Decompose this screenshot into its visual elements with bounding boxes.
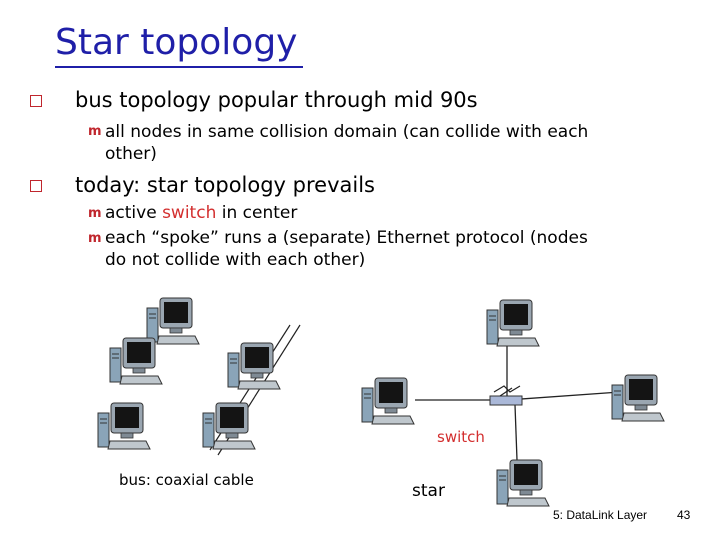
bullet-2-sub-2-line-2: do not collide with each other) — [105, 250, 366, 270]
computer-icon — [97, 402, 151, 450]
star-link — [506, 391, 621, 401]
sub-bullet-marker-icon: m — [88, 124, 102, 139]
bullet-marker-icon — [30, 95, 42, 107]
star-link — [514, 404, 518, 461]
computer-icon — [486, 299, 540, 347]
switch-highlight: switch — [162, 203, 217, 223]
computer-icon — [146, 297, 200, 345]
footer-course: 5: DataLink Layer — [553, 508, 648, 522]
computer-icon — [227, 342, 281, 390]
page-number: 43 — [677, 508, 691, 522]
sub-text-before: active — [105, 203, 163, 223]
bus-label: bus: coaxial cable — [119, 471, 254, 489]
sub-text-after: in center — [216, 203, 298, 223]
sub-bullet-marker-icon: m — [88, 206, 102, 221]
switch-label: switch — [437, 428, 485, 446]
title-underline — [55, 66, 303, 68]
bullet-2-sub-2-line-1: each “spoke” runs a (separate) Ethernet … — [105, 228, 588, 248]
switch-icon — [489, 385, 523, 406]
computer-icon — [361, 377, 415, 425]
computer-icon — [202, 402, 256, 450]
slide-title: Star topology — [55, 22, 298, 63]
computer-icon — [109, 337, 163, 385]
bullet-1-sub-1-line-2: other) — [105, 144, 157, 164]
computer-icon — [611, 374, 665, 422]
bullet-1-sub-1-line-1: all nodes in same collision domain (can … — [105, 122, 589, 142]
sub-bullet-marker-icon: m — [88, 231, 102, 246]
bullet-2: today: star topology prevails — [75, 173, 375, 197]
star-label: star — [412, 481, 445, 501]
computer-icon — [496, 459, 550, 507]
bullet-marker-icon — [30, 180, 42, 192]
bullet-2-sub-1: active switch in center — [105, 202, 297, 224]
bullet-1: bus topology popular through mid 90s — [75, 88, 478, 112]
